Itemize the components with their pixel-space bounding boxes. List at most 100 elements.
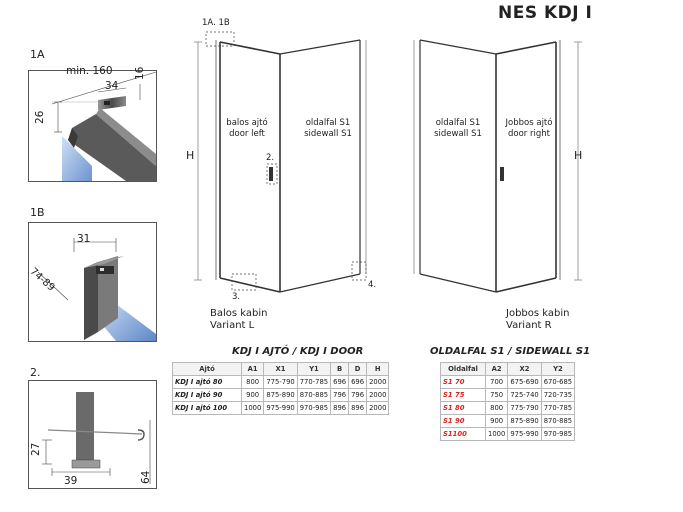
page-title: NES KDJ I <box>498 3 593 23</box>
wall-table-heading: OLDALFAL S1 / SIDEWALL S1 <box>430 346 591 357</box>
left-wall-label: oldalfal S1 sidewall S1 <box>296 118 360 139</box>
table-row: S1 75 750 725-740 720-735 <box>440 388 576 402</box>
table-cell: 900 <box>484 414 509 428</box>
table-cell: 970-985 <box>540 427 576 441</box>
left-cabin-drawing <box>194 31 367 293</box>
dim-1a-width: min. 160 <box>66 65 113 77</box>
door-table-header: B <box>330 362 350 376</box>
table-cell: KDJ I ajtó 80 <box>172 375 242 389</box>
door-table-header: A1 <box>240 362 265 376</box>
table-cell: 975-990 <box>507 427 542 441</box>
right-wall-label-hu: oldalfal S1 <box>435 118 481 128</box>
table-cell: S1 70 <box>440 375 486 389</box>
wall-table-header: X2 <box>507 362 542 376</box>
detail-label-2: 2. <box>30 366 41 379</box>
table-row: S1 90 900 875-890 870-885 <box>440 414 576 428</box>
detail-label-1a: 1A <box>30 48 45 61</box>
left-caption: Balos kabin Variant L <box>210 308 267 332</box>
table-row: S1100 1000 975-990 970-985 <box>440 427 576 441</box>
table-cell: 870-885 <box>296 388 332 402</box>
door-table: Ajtó A1 X1 Y1 B D H KDJ I ajtó 80 800 77… <box>172 362 390 415</box>
table-cell: 720-735 <box>540 388 576 402</box>
table-row: S1 80 800 775-790 770-785 <box>440 401 576 415</box>
table-cell: 2000 <box>366 401 390 415</box>
dim-2-64: 64 <box>140 470 152 484</box>
right-caption-en: Variant R <box>506 320 552 331</box>
left-caption-en: Variant L <box>210 320 255 331</box>
table-cell: 875-890 <box>507 414 542 428</box>
left-caption-hu: Balos kabin <box>210 308 268 319</box>
table-cell: 770-785 <box>540 401 576 415</box>
left-wall-label-en: sidewall S1 <box>304 128 352 139</box>
table-cell: 750 <box>484 388 509 402</box>
dim-1a-26: 26 <box>34 110 46 124</box>
left-marker-3: 3. <box>232 292 241 302</box>
door-table-header: Ajtó <box>172 362 242 376</box>
table-cell: 896 <box>330 401 350 415</box>
dim-1a-16: 16 <box>134 66 146 80</box>
wall-table-header-row: Oldalfal A2 X2 Y2 <box>440 362 576 376</box>
right-door-label-hu: Jobbos ajtó <box>505 118 553 128</box>
table-cell: 775-790 <box>263 375 298 389</box>
table-cell: 870-885 <box>540 414 576 428</box>
detail-label-1b: 1B <box>30 206 45 219</box>
table-cell: 796 <box>330 388 350 402</box>
left-marker-2: 2. <box>266 153 275 163</box>
table-cell: KDJ I ajtó 90 <box>172 388 242 402</box>
table-cell: 1000 <box>240 401 265 415</box>
table-row: KDJ I ajtó 90 900 875-890 870-885 796 79… <box>172 388 390 402</box>
door-table-heading: KDJ I AJTÓ / KDJ I DOOR <box>232 346 364 357</box>
table-cell: S1100 <box>440 427 486 441</box>
left-wall-label-hu: oldalfal S1 <box>305 118 351 128</box>
table-cell: KDJ I ajtó 100 <box>172 401 242 415</box>
door-table-header-row: Ajtó A1 X1 Y1 B D H <box>172 362 390 376</box>
left-marker-1a-1b: 1A. 1B <box>202 18 230 28</box>
left-height-label: H <box>186 149 195 162</box>
right-door-label-en: door right <box>508 128 550 139</box>
right-wall-label-en: sidewall S1 <box>434 128 482 139</box>
table-cell: 696 <box>348 375 368 389</box>
wall-table: Oldalfal A2 X2 Y2 S1 70 700 675-690 670-… <box>440 362 576 441</box>
table-cell: 696 <box>330 375 350 389</box>
table-cell: S1 80 <box>440 401 486 415</box>
table-cell: 796 <box>348 388 368 402</box>
door-table-header: H <box>366 362 390 376</box>
left-marker-4: 4. <box>368 280 377 290</box>
table-cell: 725-740 <box>507 388 542 402</box>
table-cell: 875-890 <box>263 388 298 402</box>
table-cell: S1 75 <box>440 388 486 402</box>
detail-2-drawing <box>28 380 157 489</box>
table-cell: 670-685 <box>540 375 576 389</box>
wall-table-header: A2 <box>484 362 509 376</box>
table-cell: 770-785 <box>296 375 332 389</box>
right-caption: Jobbos kabin Variant R <box>506 308 569 332</box>
table-cell: 700 <box>484 375 509 389</box>
door-table-header: D <box>348 362 368 376</box>
table-cell: 975-990 <box>263 401 298 415</box>
table-row: S1 70 700 675-690 670-685 <box>440 375 576 389</box>
wall-table-header: Y2 <box>540 362 576 376</box>
detail-1b-drawing <box>28 222 157 342</box>
table-row: KDJ I ajtó 80 800 775-790 770-785 696 69… <box>172 375 390 389</box>
door-table-header: Y1 <box>296 362 332 376</box>
wall-table-header: Oldalfal <box>440 362 486 376</box>
table-cell: 2000 <box>366 375 390 389</box>
dim-2-27: 27 <box>30 442 42 456</box>
left-door-label-hu: balos ajtó <box>226 118 268 128</box>
table-cell: 900 <box>240 388 265 402</box>
table-cell: 1000 <box>484 427 509 441</box>
dim-1a-34: 34 <box>105 80 119 92</box>
left-door-label: balos ajtó door left <box>220 118 274 139</box>
left-door-label-en: door left <box>229 128 265 139</box>
right-cabin-drawing <box>413 39 582 293</box>
dim-2-39: 39 <box>64 475 78 487</box>
detail-1a-drawing <box>28 70 157 182</box>
table-cell: 800 <box>484 401 509 415</box>
right-door-label: Jobbos ajtó door right <box>500 118 558 139</box>
dim-1b-31: 31 <box>77 233 91 245</box>
table-cell: 2000 <box>366 388 390 402</box>
table-cell: S1 90 <box>440 414 486 428</box>
table-cell: 675-690 <box>507 375 542 389</box>
table-row: KDJ I ajtó 100 1000 975-990 970-985 896 … <box>172 401 390 415</box>
table-cell: 775-790 <box>507 401 542 415</box>
